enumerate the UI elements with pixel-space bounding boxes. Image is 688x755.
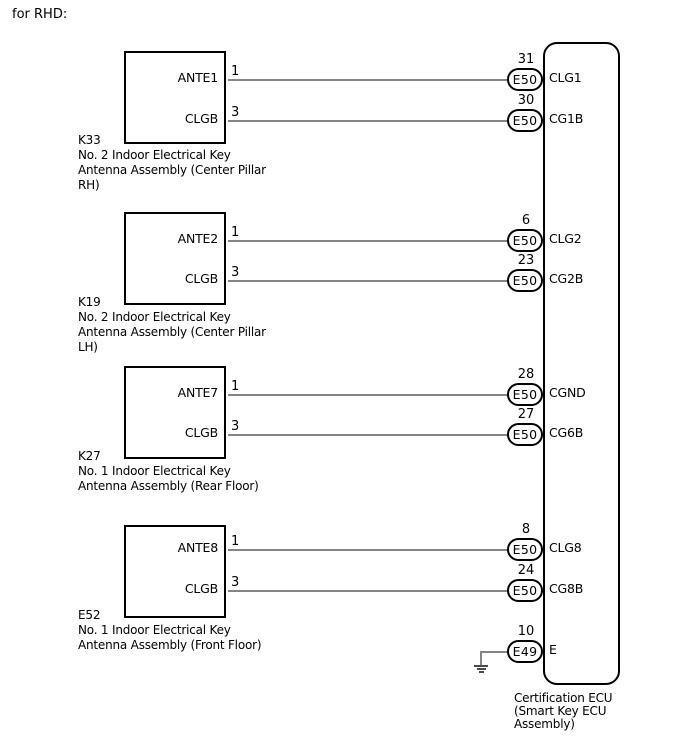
component-box-e52	[124, 525, 226, 618]
pin-number: 3	[231, 419, 240, 434]
ecu-terminal-label: CG8B	[549, 581, 584, 596]
component-id: K19	[78, 295, 101, 309]
component-label-k19: K19 No. 2 Indoor Electrical Key Antenna …	[78, 295, 318, 355]
diagram-title: for RHD:	[12, 7, 68, 22]
connector-pin-number: 8	[521, 522, 531, 537]
ground-wire-vertical	[480, 651, 482, 666]
pin-number: 3	[231, 575, 240, 590]
pin-number: 1	[231, 379, 240, 394]
component-id: E52	[78, 608, 101, 622]
component-desc-line: Antenna Assembly (Center Pillar	[78, 325, 266, 339]
ecu-label-line: (Smart Key ECU	[514, 704, 607, 718]
connector-pin-number: 23	[517, 253, 535, 268]
terminal-label: ANTE1	[177, 70, 219, 85]
component-desc-line: No. 2 Indoor Electrical Key	[78, 310, 231, 324]
ecu-terminal-label: CLG1	[549, 70, 582, 85]
connector-oval: E50	[507, 383, 543, 406]
terminal-label: CLGB	[184, 425, 218, 440]
connector-pin-number: 27	[517, 407, 535, 422]
component-id: K33	[78, 133, 101, 147]
component-desc-line: Antenna Assembly (Front Floor)	[78, 638, 262, 652]
connector-pin-number: 28	[517, 367, 535, 382]
connector-oval: E50	[507, 538, 543, 561]
ecu-terminal-label: CG6B	[549, 425, 584, 440]
component-desc-line: No. 2 Indoor Electrical Key	[78, 148, 231, 162]
pin-number: 1	[231, 534, 240, 549]
pin-number: 3	[231, 105, 240, 120]
connector-pin-number: 6	[521, 213, 531, 228]
ground-hatch-line	[479, 671, 484, 673]
ecu-terminal-label: CG1B	[549, 111, 584, 126]
connector-pin-number: 30	[517, 93, 535, 108]
terminal-label: CLGB	[184, 581, 218, 596]
ground-hatch-line	[474, 665, 488, 667]
wire	[228, 394, 507, 396]
component-desc-line: Antenna Assembly (Rear Floor)	[78, 479, 259, 493]
connector-oval: E50	[507, 579, 543, 602]
ground-wire-horizontal	[481, 651, 508, 653]
component-id: K27	[78, 449, 101, 463]
component-desc-line: Antenna Assembly (Center Pillar	[78, 163, 266, 177]
ecu-label-line: Assembly)	[514, 717, 575, 731]
ecu-terminal-label: CLG8	[549, 540, 582, 555]
wire	[228, 240, 507, 242]
component-box-k27	[124, 366, 226, 459]
terminal-label: ANTE7	[177, 385, 219, 400]
ground-hatch-line	[477, 668, 486, 670]
terminal-label: CLGB	[184, 111, 218, 126]
wire	[228, 549, 507, 551]
ecu-terminal-label: CG2B	[549, 271, 584, 286]
pin-number: 3	[231, 265, 240, 280]
ecu-box	[543, 42, 620, 685]
terminal-label: CLGB	[184, 271, 218, 286]
connector-pin-number: 31	[517, 52, 535, 67]
connector-pin-number: 24	[517, 563, 535, 578]
ecu-terminal-label: CGND	[549, 385, 586, 400]
connector-oval: E50	[507, 68, 543, 91]
ecu-label: Certification ECU (Smart Key ECU Assembl…	[514, 692, 684, 731]
pin-number: 1	[231, 225, 240, 240]
component-label-e52: E52 No. 1 Indoor Electrical Key Antenna …	[78, 608, 318, 653]
ecu-terminal-label: E	[549, 642, 557, 657]
wire	[228, 280, 507, 282]
connector-oval: E49	[507, 640, 543, 663]
component-box-k33	[124, 51, 226, 144]
wire	[228, 120, 507, 122]
wire	[228, 434, 507, 436]
pin-number: 1	[231, 64, 240, 79]
ecu-terminal-label: CLG2	[549, 231, 582, 246]
connector-oval: E50	[507, 423, 543, 446]
component-box-k19	[124, 212, 226, 305]
terminal-label: ANTE2	[177, 231, 219, 246]
connector-oval: E50	[507, 269, 543, 292]
connector-oval: E50	[507, 229, 543, 252]
ecu-label-line: Certification ECU	[514, 691, 613, 705]
connector-pin-number: 10	[517, 624, 535, 639]
terminal-label: ANTE8	[177, 540, 219, 555]
component-desc-line: No. 1 Indoor Electrical Key	[78, 623, 231, 637]
connector-oval: E50	[507, 109, 543, 132]
component-desc-line: LH)	[78, 340, 98, 354]
wire	[228, 79, 507, 81]
component-desc-line: RH)	[78, 178, 100, 192]
component-desc-line: No. 1 Indoor Electrical Key	[78, 464, 231, 478]
component-label-k27: K27 No. 1 Indoor Electrical Key Antenna …	[78, 449, 318, 494]
wire	[228, 590, 507, 592]
component-label-k33: K33 No. 2 Indoor Electrical Key Antenna …	[78, 133, 318, 193]
